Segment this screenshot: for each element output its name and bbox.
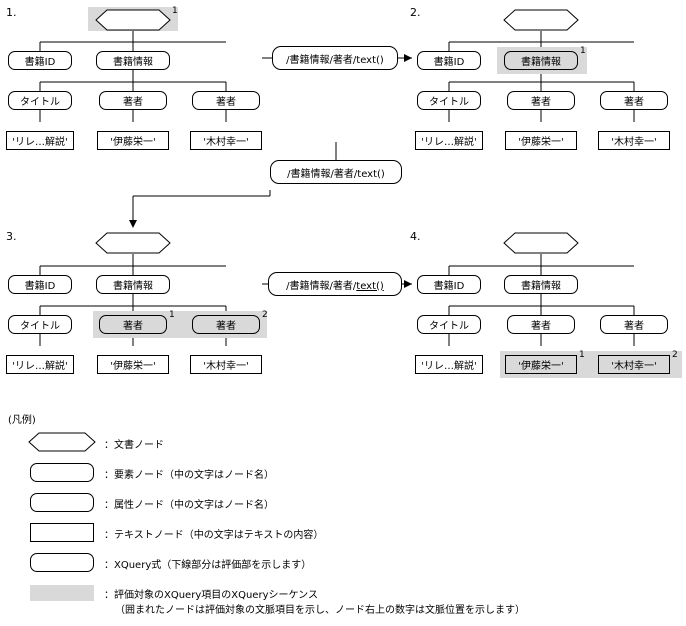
- element-node-title-4: タイトル: [417, 315, 481, 334]
- xquery-expression-1: /書籍情報/著者/text(): [272, 46, 398, 70]
- text-node-author-4-1: '伊藤栄一': [505, 355, 577, 374]
- xquery-expression-3-eval-part: text(): [356, 280, 384, 292]
- step-number-2: 2.: [410, 6, 421, 19]
- element-node-title-2: タイトル: [417, 91, 481, 110]
- text-node-title: 'リレ…解説': [6, 131, 74, 150]
- element-node-book-id-2: 書籍ID: [417, 51, 481, 70]
- context-position-3-2: 2: [262, 310, 268, 320]
- element-node-author-3-1: 著者: [99, 315, 167, 334]
- legend-xquery-expression-icon: [30, 553, 94, 572]
- xquery-expression-3-sep: /: [329, 280, 333, 292]
- xquery-expression-3: /書籍情報/著者/text(): [268, 272, 402, 296]
- step-number-4: 4.: [410, 230, 421, 243]
- element-node-author-4-2: 著者: [600, 315, 668, 334]
- xquery-expression-3-step1: 書籍情報: [289, 280, 330, 292]
- element-node-author-1: 著者: [99, 91, 167, 110]
- legend-row-2-label: ：属性ノード（中の文字はノード名）: [104, 500, 274, 511]
- element-node-book-info-2: 書籍情報: [504, 51, 578, 70]
- text-node-author-2: '木村幸一': [190, 131, 262, 150]
- element-node-title-3: タイトル: [8, 315, 72, 334]
- legend-row-3-label: ：テキストノード（中の文字はテキストの内容）: [104, 530, 324, 541]
- element-node-book-id-4: 書籍ID: [417, 275, 481, 294]
- document-node-1: [95, 9, 171, 31]
- context-position-2: 1: [580, 46, 586, 56]
- legend-row-0-label: ：文書ノード: [104, 440, 164, 451]
- document-node-3: [95, 232, 171, 254]
- text-node-author-3-2: '木村幸一': [190, 355, 262, 374]
- legend-row-4-label: ：XQuery式（下線部分は評価部を示します）: [104, 560, 312, 571]
- element-node-author-2-2: 著者: [600, 91, 668, 110]
- legend-text-node-icon: [30, 523, 94, 542]
- document-node-4: [503, 232, 579, 254]
- context-position-1: 1: [172, 6, 178, 16]
- element-node-author-3-2: 著者: [192, 315, 260, 334]
- context-position-4-1: 1: [579, 350, 585, 360]
- text-node-title-4: 'リレ…解説': [415, 355, 483, 374]
- legend-row-1-label: ：要素ノード（中の文字はノード名）: [104, 470, 274, 481]
- legend-title: (凡例): [8, 415, 36, 426]
- xquery-expression-3-text: /書籍情報/著者/text(): [286, 277, 384, 292]
- text-node-author-2-2: '木村幸一': [598, 131, 670, 150]
- text-node-author-3-1: '伊藤栄一': [97, 355, 169, 374]
- element-node-book-info-4: 書籍情報: [504, 275, 578, 294]
- element-node-author-2-1: 著者: [507, 91, 575, 110]
- legend-row-6-label: （囲まれたノードは評価対象の文脈項目を示し、ノード右上の数字は文脈位置を示します…: [115, 605, 525, 616]
- xquery-expression-3-sep2: /: [352, 280, 357, 292]
- step-number-3: 3.: [6, 230, 17, 243]
- text-node-title-3: 'リレ…解説': [6, 355, 74, 374]
- legend-hexagon-icon: [28, 432, 96, 455]
- xquery-expression-2-text: /書籍情報/著者/text(): [287, 168, 385, 180]
- element-node-book-id-3: 書籍ID: [8, 275, 72, 294]
- element-node-book-info-3: 書籍情報: [96, 275, 170, 294]
- step-number-1: 1.: [6, 6, 17, 19]
- document-node-2: [503, 9, 579, 31]
- text-node-title-2: 'リレ…解説': [415, 131, 483, 150]
- xquery-expression-3-step2: 著者: [332, 280, 353, 292]
- element-node-title: タイトル: [8, 91, 72, 110]
- legend-element-node-icon: [30, 463, 94, 482]
- context-position-3-1: 1: [169, 310, 175, 320]
- element-node-book-info: 書籍情報: [96, 51, 170, 70]
- text-node-author-2-1: '伊藤栄一': [505, 131, 577, 150]
- context-position-4-2: 2: [672, 350, 678, 360]
- legend-row-5-label: ：評価対象のXQuery項目のXQueryシーケンス: [104, 590, 318, 601]
- element-node-book-id: 書籍ID: [8, 51, 72, 70]
- xquery-expression-2: /書籍情報/著者/text(): [270, 160, 402, 184]
- element-node-author-4-1: 著者: [507, 315, 575, 334]
- legend-highlight-swatch: [30, 585, 94, 601]
- element-node-author-2: 著者: [192, 91, 260, 110]
- xquery-expression-3-prefix: /: [286, 280, 290, 292]
- text-node-author-1: '伊藤栄一': [97, 131, 169, 150]
- legend-attribute-node-icon: [30, 493, 94, 512]
- xquery-expression-1-text: /書籍情報/著者/text(): [286, 54, 384, 66]
- text-node-author-4-2: '木村幸一': [598, 355, 670, 374]
